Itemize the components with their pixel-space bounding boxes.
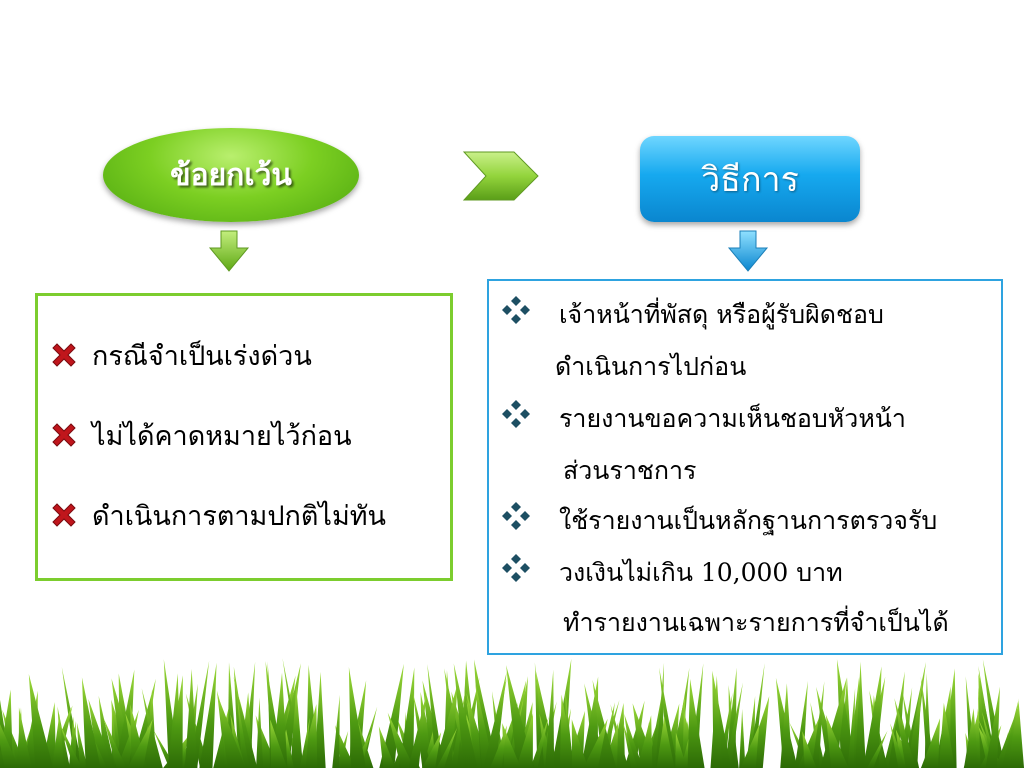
down-arrow-icon bbox=[208, 230, 250, 272]
x-mark-icon bbox=[52, 422, 76, 447]
exception-label: ดำเนินการตามปกติไม่ทัน bbox=[92, 501, 386, 532]
exception-item: กรณีจำเป็นเร่งด่วน bbox=[50, 334, 312, 377]
method-line: รายงานขอความเห็นชอบหัวหน้า bbox=[559, 404, 906, 433]
chevron-right-icon bbox=[462, 151, 539, 201]
diamond-bullet-icon bbox=[502, 400, 530, 428]
methods-box: เจ้าหน้าที่พัสดุ หรือผู้รับผิดชอบ ดำเนิน… bbox=[487, 279, 1003, 655]
method-line: ดำเนินการไปก่อน bbox=[555, 352, 747, 381]
method-line: ทำรายงานเฉพาะรายการที่จำเป็นได้ bbox=[563, 608, 949, 637]
exception-header-label: ข้อยกเว้น bbox=[170, 157, 292, 193]
grass-decoration bbox=[0, 658, 1024, 768]
method-line: เจ้าหน้าที่พัสดุ หรือผู้รับผิดชอบ bbox=[559, 300, 884, 329]
exceptions-box: กรณีจำเป็นเร่งด่วน ไม่ได้คาดหมายไว้ก่อน … bbox=[35, 293, 453, 581]
down-arrow-icon bbox=[727, 230, 769, 272]
diamond-bullet-icon bbox=[502, 296, 530, 324]
diamond-bullet-icon bbox=[502, 502, 530, 530]
method-header: วิธีการ bbox=[640, 136, 860, 222]
method-line: วงเงินไม่เกิน 10,000 บาท bbox=[559, 558, 843, 587]
exception-label: ไม่ได้คาดหมายไว้ก่อน bbox=[92, 421, 352, 452]
exception-label: กรณีจำเป็นเร่งด่วน bbox=[92, 341, 312, 372]
diamond-bullet-icon bbox=[502, 554, 530, 582]
method-header-label: วิธีการ bbox=[701, 160, 799, 200]
exception-header: ข้อยกเว้น bbox=[103, 128, 359, 222]
x-mark-icon bbox=[52, 502, 76, 527]
exception-item: ไม่ได้คาดหมายไว้ก่อน bbox=[50, 414, 352, 457]
method-line: ใช้รายงานเป็นหลักฐานการตรวจรับ bbox=[559, 506, 938, 535]
x-mark-icon bbox=[52, 342, 76, 367]
method-line: ส่วนราชการ bbox=[563, 456, 697, 485]
exception-item: ดำเนินการตามปกติไม่ทัน bbox=[50, 494, 386, 537]
